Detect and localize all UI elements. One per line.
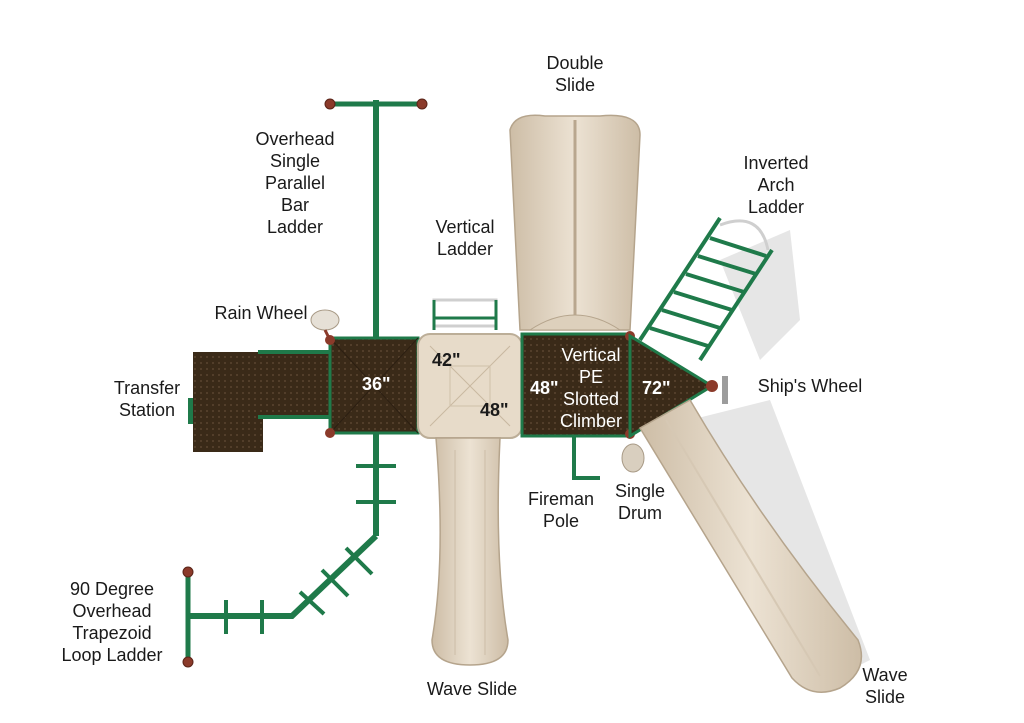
inverted-arch-ladder: [638, 216, 774, 362]
height-42: 42": [432, 350, 461, 370]
rain-wheel: [310, 309, 340, 341]
label-inverted-arch-ladder: Inverted Arch Ladder: [743, 153, 809, 217]
label-wave-slide-center: Wave Slide: [426, 679, 518, 699]
vertical-ladder: [432, 298, 498, 330]
transfer-station: [188, 350, 333, 452]
label-vertical-pe-slotted-climber: Vertical PE Slotted Climber: [559, 345, 622, 431]
label-rain-wheel: Rain Wheel: [214, 303, 308, 323]
height-72: 72": [642, 378, 671, 398]
trapezoid-loop-ladder: [182, 433, 396, 668]
deck-36: [325, 335, 420, 438]
label-overhead-single-parallel-bar-ladder: Overhead Single Parallel Bar Ladder: [255, 129, 335, 237]
wave-slide-center: [431, 437, 509, 666]
overhead-parallel-bar-ladder: [324, 98, 428, 345]
fireman-pole: [572, 436, 600, 480]
label-trapezoid-loop-ladder: 90 Degree Overhead Trapezoid Loop Ladder: [61, 579, 163, 665]
height-48-roof: 48": [480, 400, 509, 420]
single-drum: [621, 443, 645, 473]
ships-wheel: [706, 376, 728, 404]
wave-slide-right: [638, 398, 863, 693]
height-36: 36": [362, 374, 391, 394]
label-ships-wheel: Ship's Wheel: [757, 376, 863, 396]
height-48-deck: 48": [530, 378, 559, 398]
double-slide: [509, 114, 641, 331]
